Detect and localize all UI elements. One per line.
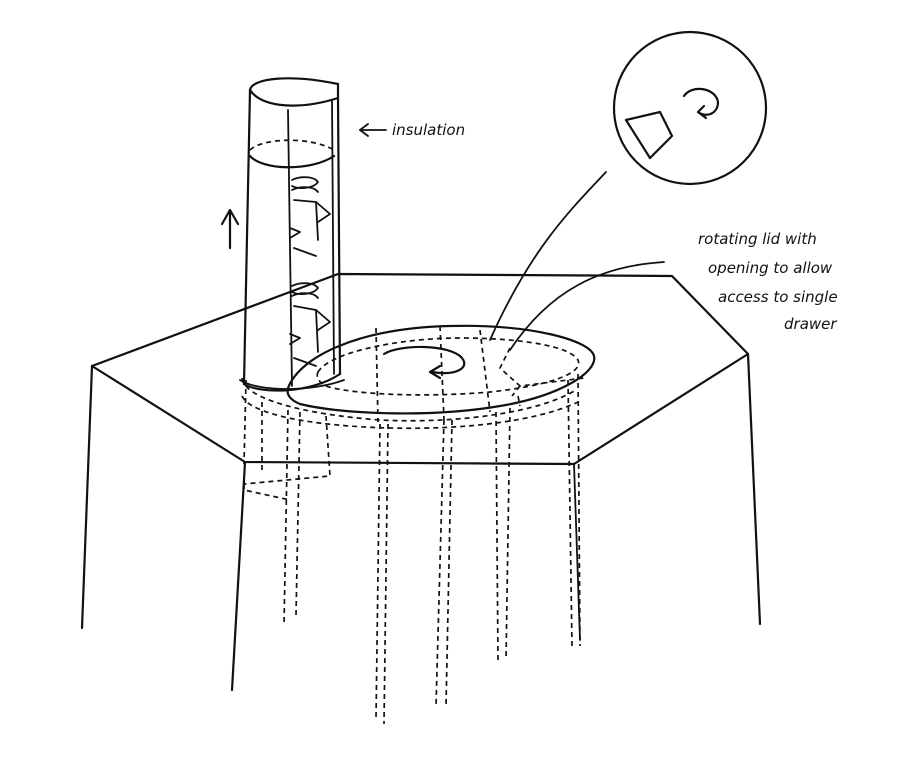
rotate-arrow-icon xyxy=(384,347,464,378)
insulated-column xyxy=(240,78,344,390)
cabinet-box xyxy=(82,274,760,690)
detail-circle xyxy=(614,32,766,184)
lid-label-line-3: access to single xyxy=(718,288,838,306)
lid-annotation: rotating lid with opening to allow acces… xyxy=(698,230,838,333)
leader-lines xyxy=(490,172,664,350)
insulation-callout: insulation xyxy=(360,121,465,139)
lid-label-line-2: opening to allow xyxy=(708,259,833,277)
internal-drawers xyxy=(244,326,580,724)
lid-label-line-4: drawer xyxy=(784,315,837,333)
lid-label-line-1: rotating lid with xyxy=(698,230,817,248)
up-arrow-icon xyxy=(222,210,238,248)
insulation-label: insulation xyxy=(392,121,465,139)
